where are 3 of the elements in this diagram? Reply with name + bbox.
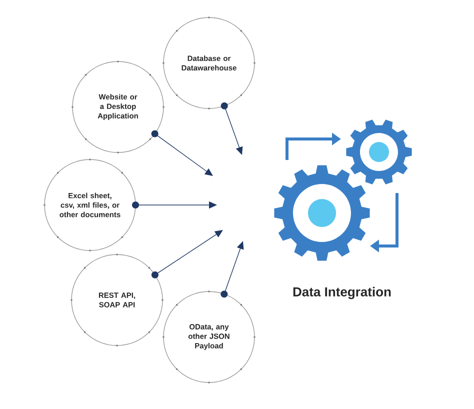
drawing-label: Data Integration <box>293 286 391 300</box>
arrow <box>154 230 223 276</box>
arrow <box>154 134 213 176</box>
